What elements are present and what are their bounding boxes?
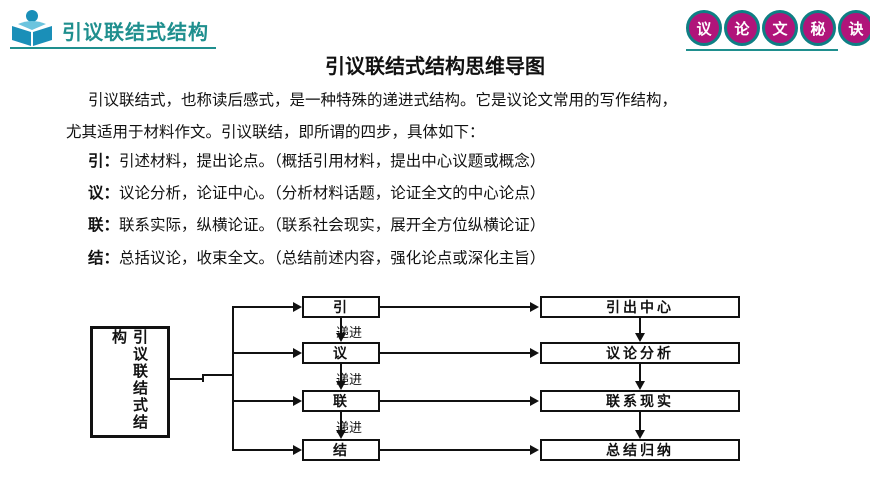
progress-line bbox=[340, 364, 342, 382]
reader-logo-icon bbox=[12, 10, 52, 46]
arrow-down-icon bbox=[336, 381, 346, 390]
connector-label: 递进 bbox=[336, 421, 363, 436]
badge: 议 bbox=[686, 10, 722, 46]
step-key: 议： bbox=[88, 184, 120, 202]
branch-line bbox=[232, 352, 294, 354]
arrow-down-icon bbox=[336, 333, 346, 342]
branch-line bbox=[232, 449, 294, 451]
step-text: 总括议论，收束全文。（总结前述内容，强化论点或深化主旨） bbox=[119, 249, 546, 267]
step-item: 引：引述材料，提出论点。（概括引用材料，提出中心议题或概念） bbox=[88, 146, 545, 176]
root-node-label: 引议联结式结构 bbox=[110, 329, 149, 431]
link-line bbox=[380, 352, 530, 354]
connector-label: 递进 bbox=[336, 326, 363, 341]
link-line bbox=[380, 400, 530, 402]
right-node: 议论分析 bbox=[540, 342, 740, 364]
arrow-right-icon bbox=[530, 302, 539, 312]
badge: 秘 bbox=[800, 10, 836, 46]
step-key: 结： bbox=[88, 249, 120, 267]
header-title: 引议联结式结构 bbox=[62, 20, 209, 44]
arrow-right-icon bbox=[293, 396, 302, 406]
arrow-right-icon bbox=[530, 396, 539, 406]
step-key: 联： bbox=[88, 216, 120, 234]
arrow-right-icon bbox=[293, 445, 302, 455]
right-node: 引出中心 bbox=[540, 296, 740, 318]
intro-line-1: 引议联结式，也称读后感式，是一种特殊的递进式结构。它是议论文常用的写作结构， bbox=[88, 91, 678, 109]
connector-line bbox=[202, 374, 232, 376]
arrow-right-icon bbox=[293, 302, 302, 312]
step-text: 引述材料，提出论点。（概括引用材料，提出中心议题或概念） bbox=[119, 152, 546, 170]
arrow-down-icon bbox=[336, 430, 346, 439]
arrow-right-icon bbox=[530, 348, 539, 358]
page-title: 引议联结式结构思维导图 bbox=[325, 54, 545, 78]
branch-line bbox=[232, 306, 294, 308]
trunk-line bbox=[232, 306, 234, 451]
badge: 文 bbox=[762, 10, 798, 46]
badge-rule bbox=[686, 49, 838, 51]
header-rule bbox=[10, 47, 216, 49]
arrow-right-icon bbox=[293, 348, 302, 358]
badge-row: 议 论 文 秘 诀 bbox=[686, 10, 870, 46]
progress-line bbox=[639, 364, 641, 382]
link-line bbox=[380, 449, 530, 451]
right-node: 联系现实 bbox=[540, 390, 740, 412]
badge: 论 bbox=[724, 10, 760, 46]
middle-node: 联 bbox=[302, 390, 380, 412]
right-node: 总结归纳 bbox=[540, 439, 740, 461]
badge: 诀 bbox=[838, 10, 870, 46]
step-text: 议论分析，论证中心。（分析材料话题，论证全文的中心论点） bbox=[119, 184, 546, 202]
structure-diagram: 引议联结式结构 引 议 联 结 递进 递进 递进 引出中心 议论分析 联系现实 … bbox=[88, 290, 748, 470]
step-key: 引： bbox=[88, 152, 120, 170]
connector-line bbox=[202, 374, 204, 382]
middle-node: 结 bbox=[302, 439, 380, 461]
progress-line bbox=[639, 318, 641, 334]
connector-label: 递进 bbox=[336, 373, 363, 388]
arrow-down-icon bbox=[635, 381, 645, 390]
progress-line bbox=[340, 412, 342, 431]
root-node: 引议联结式结构 bbox=[90, 326, 170, 438]
connector-line bbox=[170, 378, 204, 380]
middle-node: 引 bbox=[302, 296, 380, 318]
step-text: 联系实际，纵横论证。（联系社会现实，展开全方位纵横论证） bbox=[119, 216, 546, 234]
progress-line bbox=[340, 318, 342, 334]
middle-node: 议 bbox=[302, 342, 380, 364]
progress-line bbox=[639, 412, 641, 431]
step-item: 结：总括议论，收束全文。（总结前述内容，强化论点或深化主旨） bbox=[88, 243, 545, 273]
link-line bbox=[380, 306, 530, 308]
arrow-down-icon bbox=[635, 430, 645, 439]
branch-line bbox=[232, 400, 294, 402]
arrow-right-icon bbox=[530, 445, 539, 455]
step-item: 议：议论分析，论证中心。（分析材料话题，论证全文的中心论点） bbox=[88, 178, 545, 208]
step-item: 联：联系实际，纵横论证。（联系社会现实，展开全方位纵横论证） bbox=[88, 210, 545, 240]
intro-line-2: 尤其适用于材料作文。引议联结，即所谓的四步，具体如下： bbox=[66, 123, 485, 141]
arrow-down-icon bbox=[635, 333, 645, 342]
